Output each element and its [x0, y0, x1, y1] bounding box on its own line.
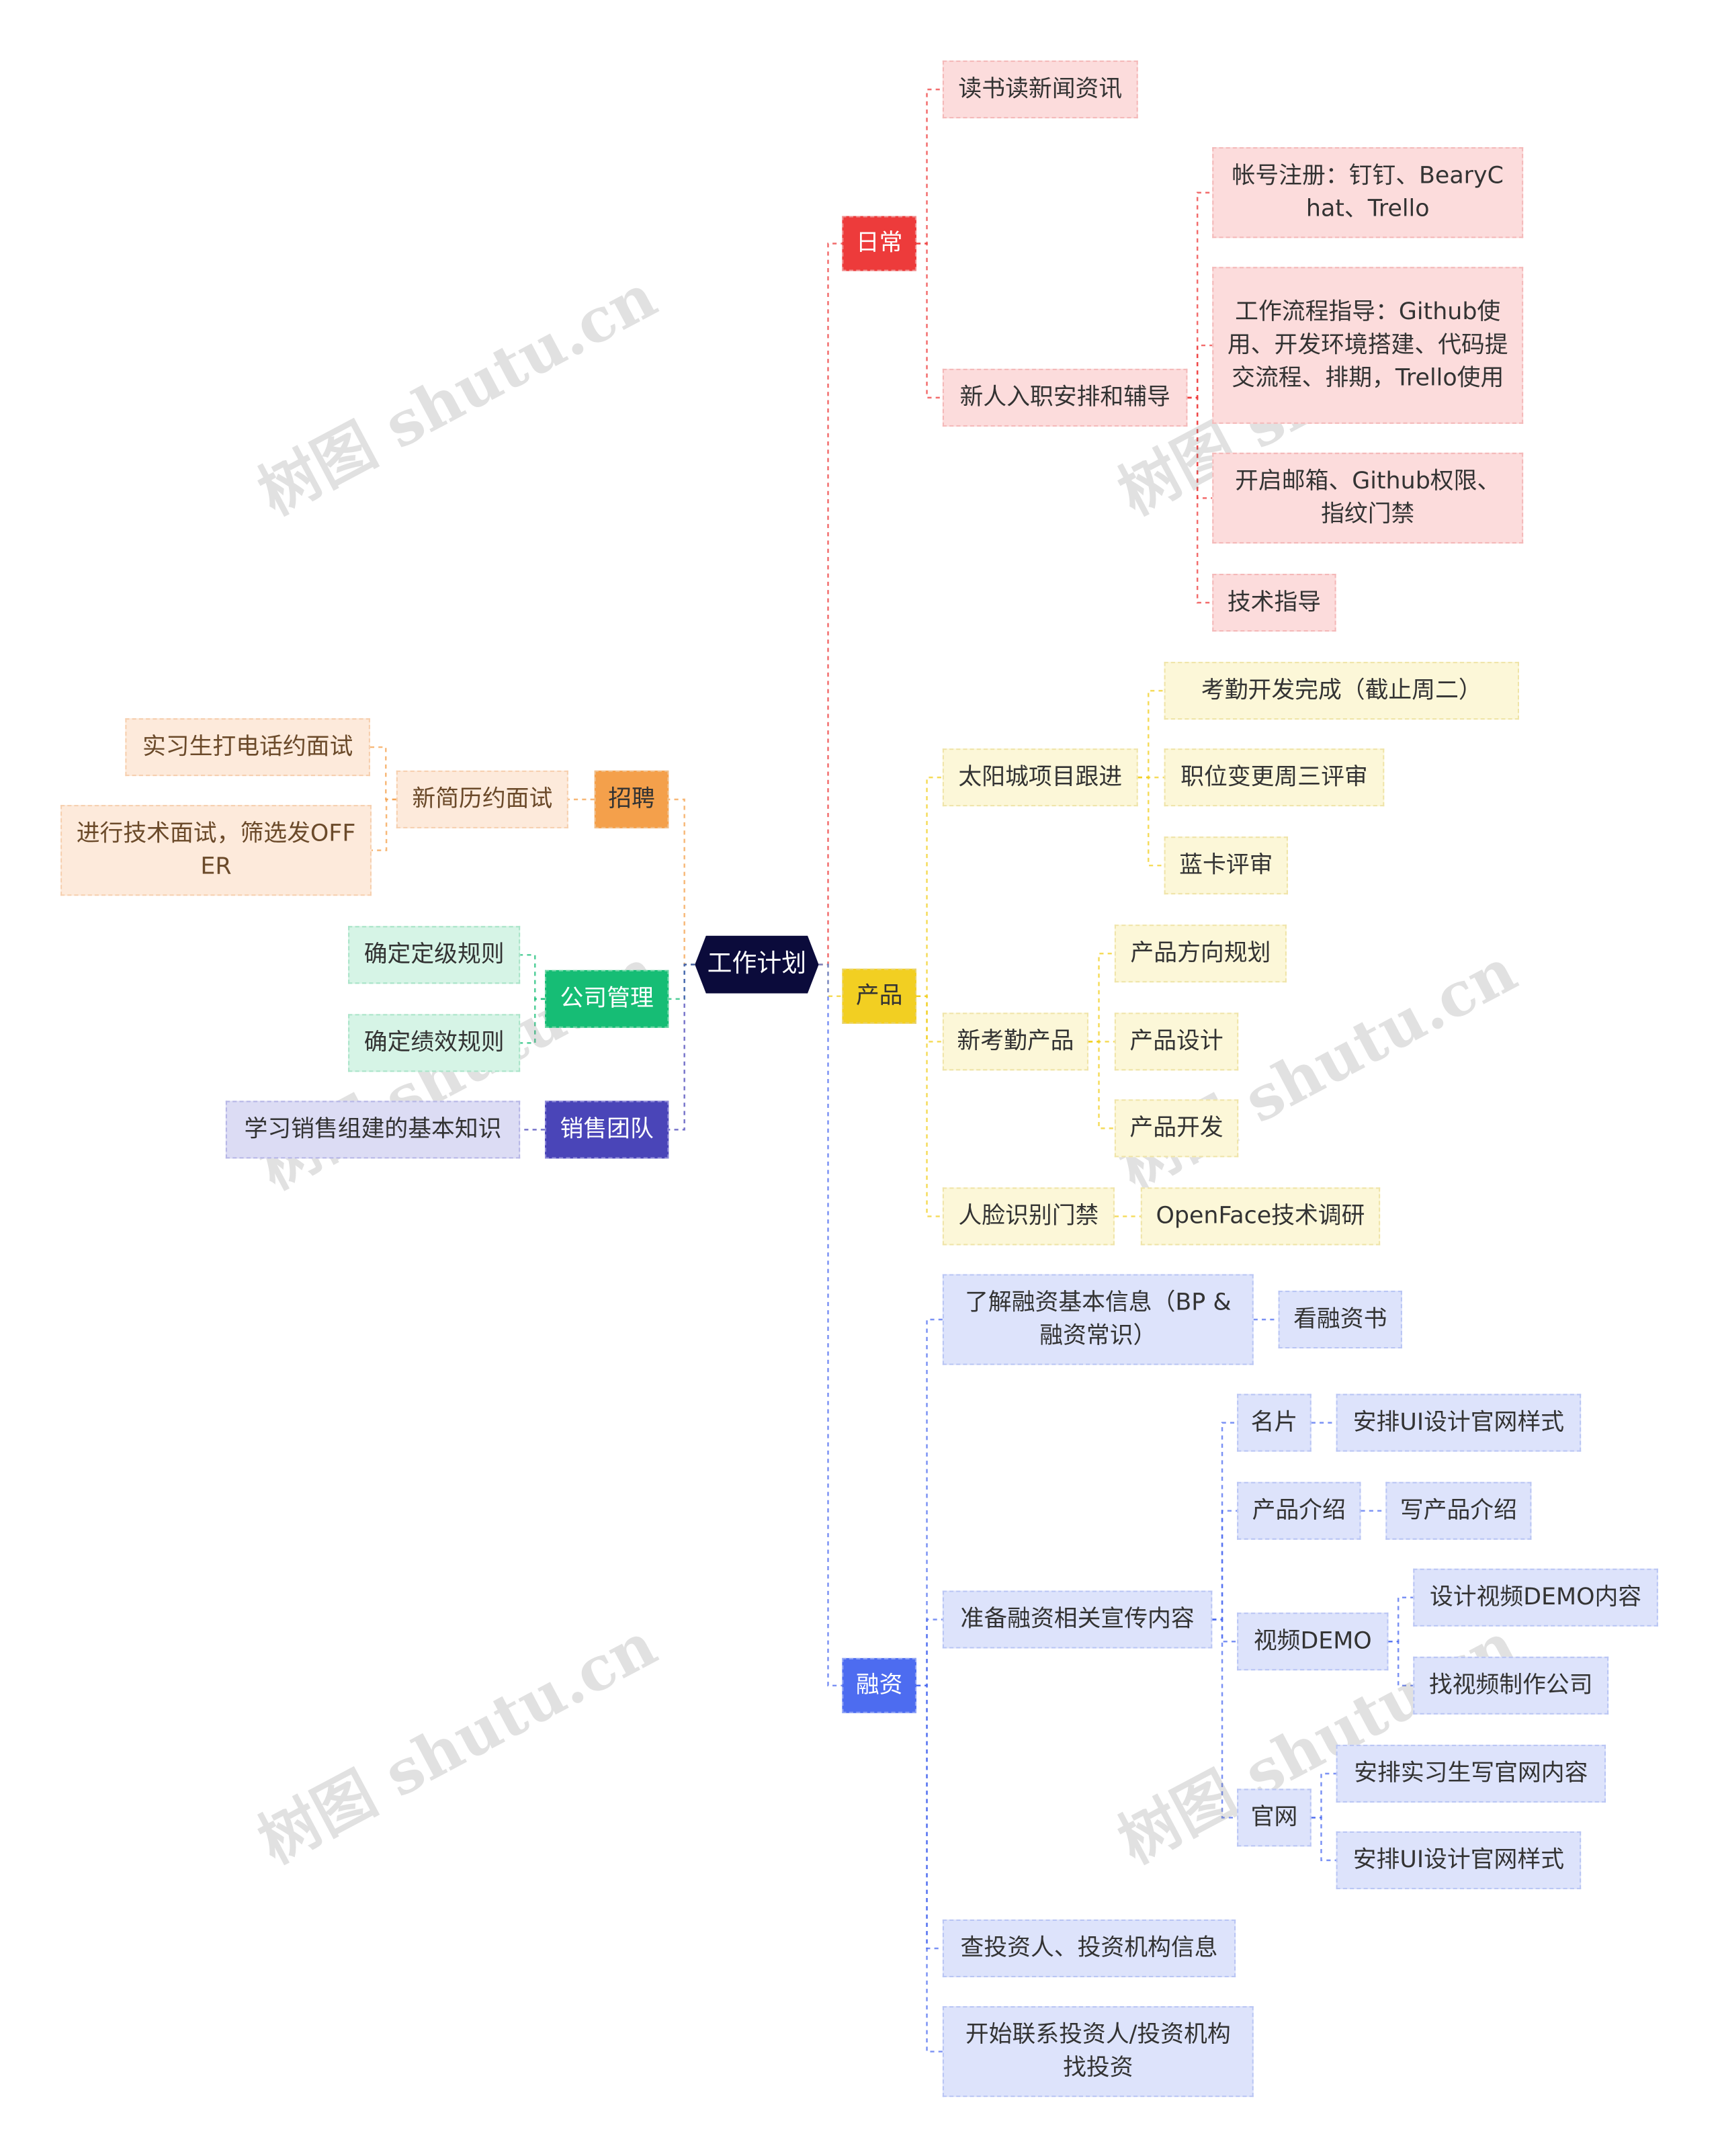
- topic-product-intro[interactable]: 产品介绍: [1237, 1481, 1361, 1540]
- connector-line: [669, 798, 695, 965]
- topic-product-direction[interactable]: 产品方向规划: [1114, 924, 1287, 983]
- topic-tech-interview-offer[interactable]: 进行技术面试，筛选发OFFER: [60, 805, 372, 896]
- topic-openface-research[interactable]: OpenFace技术调研: [1140, 1187, 1381, 1246]
- connector-line: [916, 1684, 943, 1950]
- topic-promo-content[interactable]: 准备融资相关宣传内容: [942, 1590, 1213, 1649]
- topic-write-product-intro[interactable]: 写产品介绍: [1385, 1481, 1532, 1540]
- topic-account-registration[interactable]: 帐号注册：钉钉、BearyChat、Trello: [1212, 147, 1524, 239]
- topic-face-recognition[interactable]: 人脸识别门禁: [942, 1187, 1115, 1246]
- topic-attendance-dev[interactable]: 考勤开发完成（截止周二）: [1164, 662, 1519, 720]
- topic-reading-news[interactable]: 读书读新闻资讯: [942, 60, 1138, 119]
- topic-financing-basics[interactable]: 了解融资基本信息（BP & 融资常识）: [942, 1274, 1254, 1365]
- root-topic[interactable]: 工作计划: [695, 935, 819, 994]
- connector-line: [1212, 1619, 1238, 1643]
- topic-grading-rules[interactable]: 确定定级规则: [348, 926, 521, 984]
- connector-line: [1388, 1596, 1414, 1643]
- topic-intern-website-content[interactable]: 安排实习生写官网内容: [1336, 1744, 1606, 1803]
- topic-intern-phone-interview[interactable]: 实习生打电话约面试: [125, 718, 370, 777]
- topic-new-attendance[interactable]: 新考勤产品: [942, 1012, 1088, 1071]
- topic-onboarding[interactable]: 新人入职安排和辅导: [942, 368, 1188, 427]
- connector-line: [1187, 344, 1213, 399]
- connector-line: [818, 963, 843, 1687]
- connector-line: [818, 243, 843, 965]
- topic-position-review[interactable]: 职位变更周三评审: [1164, 748, 1385, 807]
- topic-design-video-demo[interactable]: 设计视频DEMO内容: [1413, 1568, 1658, 1627]
- topic-read-financing-book[interactable]: 看融资书: [1278, 1291, 1402, 1349]
- topic-performance-rules[interactable]: 确定绩效规则: [348, 1014, 521, 1072]
- topic-contact-investors[interactable]: 开始联系投资人/投资机构找投资: [942, 2006, 1254, 2098]
- connector-line: [916, 88, 943, 245]
- topic-official-website[interactable]: 官网: [1237, 1788, 1312, 1847]
- topic-product-design[interactable]: 产品设计: [1114, 1012, 1239, 1071]
- connector-line: [818, 963, 843, 997]
- connector-line: [370, 746, 396, 801]
- connector-line: [1311, 1817, 1336, 1862]
- connector-line: [916, 995, 943, 1043]
- topic-tech-guidance[interactable]: 技术指导: [1212, 574, 1336, 632]
- branch-recruiting[interactable]: 招聘: [594, 770, 669, 828]
- topic-workflow-guide[interactable]: 工作流程指导：Github使用、开发环境搭建、代码提交流程、排期，Trello使…: [1212, 267, 1524, 424]
- connector-line: [1388, 1641, 1414, 1687]
- topic-business-card[interactable]: 名片: [1237, 1393, 1312, 1452]
- connector-line: [1212, 1422, 1238, 1621]
- topic-mailbox-permissions[interactable]: 开启邮箱、Github权限、指纹门禁: [1212, 452, 1524, 544]
- branch-daily[interactable]: 日常: [842, 216, 916, 271]
- connector-line: [1187, 191, 1213, 399]
- branch-sales-team[interactable]: 销售团队: [545, 1101, 669, 1159]
- connector-line: [916, 776, 943, 997]
- connector-line: [371, 798, 396, 851]
- connector-line: [1212, 1510, 1238, 1621]
- topic-video-demo[interactable]: 视频DEMO: [1237, 1612, 1389, 1671]
- connector-line: [916, 1318, 943, 1687]
- topic-suncity-project[interactable]: 太阳城项目跟进: [942, 748, 1138, 807]
- connector-line: [1311, 1772, 1336, 1819]
- connector-line: [1212, 1619, 1238, 1819]
- topic-bluecard-review[interactable]: 蓝卡评审: [1164, 836, 1288, 895]
- topic-product-dev[interactable]: 产品开发: [1114, 1099, 1239, 1158]
- connector-line: [520, 998, 546, 1044]
- connector-line: [1137, 689, 1164, 779]
- topic-resume-interview[interactable]: 新简历约面试: [396, 770, 568, 828]
- branch-product[interactable]: 产品: [842, 968, 916, 1024]
- topic-find-video-company[interactable]: 找视频制作公司: [1413, 1656, 1609, 1715]
- connector-line: [1187, 396, 1213, 604]
- connector-line: [1088, 1041, 1115, 1129]
- connector-line: [916, 995, 943, 1217]
- connector-line: [1137, 776, 1164, 867]
- connector-line: [520, 954, 546, 1000]
- branch-financing[interactable]: 融资: [842, 1657, 916, 1713]
- connector-line: [1088, 953, 1115, 1043]
- connector-line: [916, 1619, 943, 1687]
- topic-ui-website-style-2[interactable]: 安排UI设计官网样式: [1336, 1831, 1582, 1889]
- connector-line: [669, 963, 695, 1131]
- topic-sales-basics[interactable]: 学习销售组建的基本知识: [225, 1101, 521, 1159]
- connector-line: [669, 963, 695, 1000]
- topic-investor-research[interactable]: 查投资人、投资机构信息: [942, 1919, 1236, 1977]
- topic-ui-website-style[interactable]: 安排UI设计官网样式: [1336, 1393, 1582, 1452]
- connector-line: [916, 1684, 943, 2053]
- connector-line: [916, 243, 943, 399]
- connector-line: [1187, 396, 1213, 499]
- branch-company-management[interactable]: 公司管理: [545, 969, 669, 1028]
